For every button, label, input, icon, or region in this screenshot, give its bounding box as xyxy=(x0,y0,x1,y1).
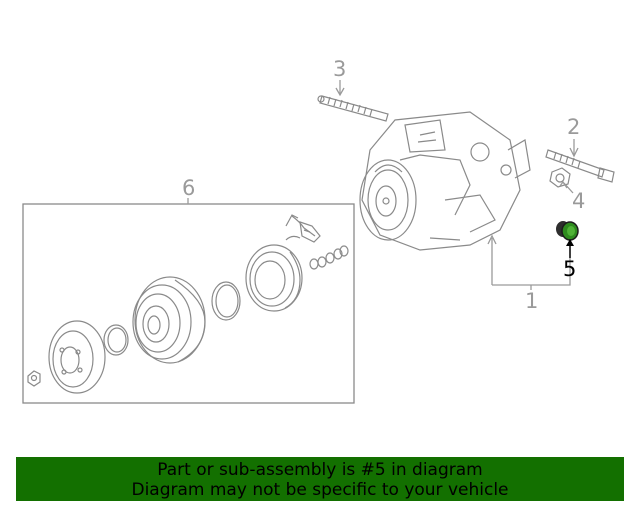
info-banner: Part or sub-assembly is #5 in diagram Di… xyxy=(16,457,624,501)
nut-4[interactable] xyxy=(549,167,571,188)
callout-6: 6 xyxy=(182,176,195,200)
field-coil[interactable] xyxy=(245,244,303,312)
callout-3: 3 xyxy=(333,57,346,81)
callout-2: 2 xyxy=(567,115,580,139)
hub-nut[interactable] xyxy=(27,370,41,387)
banner-line-2: Diagram may not be specific to your vehi… xyxy=(131,480,509,500)
leader-lines xyxy=(187,80,579,290)
clutch-hub-plate[interactable] xyxy=(48,320,106,394)
callout-5: 5 xyxy=(563,257,576,281)
clutch-kit-box xyxy=(22,203,355,404)
o-rings[interactable] xyxy=(309,245,349,270)
highlighted-part-5[interactable] xyxy=(556,221,579,241)
coil-connector[interactable] xyxy=(285,214,321,243)
callout-4: 4 xyxy=(572,189,585,213)
banner-line-1: Part or sub-assembly is #5 in diagram xyxy=(157,460,483,480)
long-bolt-3[interactable] xyxy=(317,95,389,122)
bolt-2[interactable] xyxy=(545,149,615,183)
pulley[interactable] xyxy=(132,276,206,364)
snap-ring-small[interactable] xyxy=(103,324,129,356)
callout-1: 1 xyxy=(525,289,538,313)
compressor-assembly[interactable] xyxy=(359,111,531,251)
snap-ring-large[interactable] xyxy=(211,281,241,321)
